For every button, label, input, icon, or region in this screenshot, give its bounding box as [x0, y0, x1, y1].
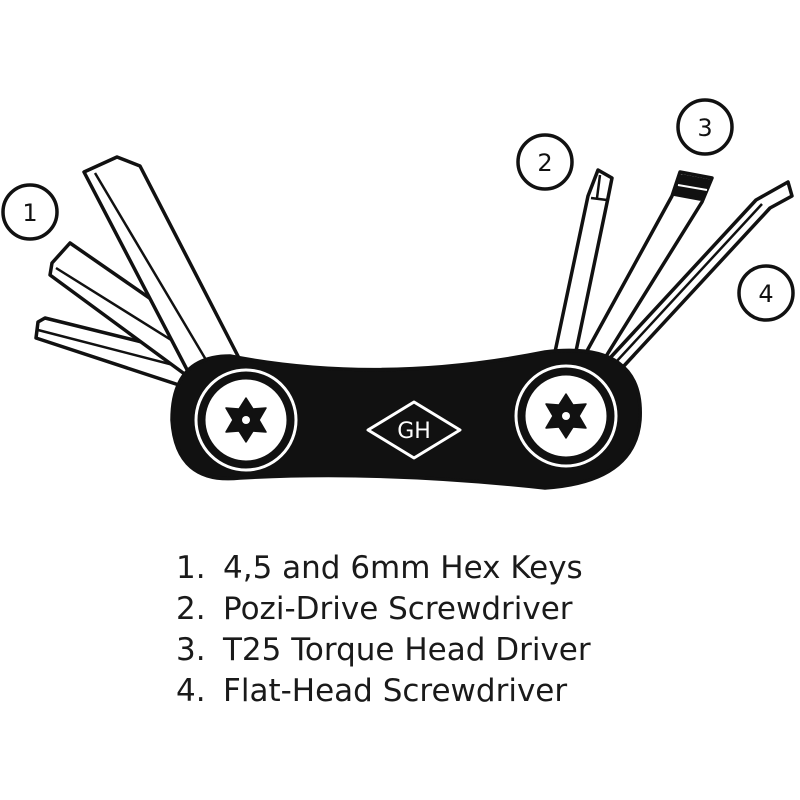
- legend-number: 4.: [176, 673, 206, 709]
- legend-number: 3.: [176, 632, 206, 668]
- tool-body: [170, 348, 642, 490]
- gh-diamond-logo: [366, 400, 462, 460]
- callout-4-circle: [737, 264, 795, 322]
- legend-label: Flat-Head Screwdriver: [223, 673, 568, 709]
- legend-number: 2.: [176, 591, 206, 627]
- legend-number: 1.: [176, 550, 206, 586]
- callout-1-circle: [1, 183, 59, 241]
- legend-item: 2. Pozi-Drive Screwdriver: [176, 589, 591, 630]
- callout-3-circle: [676, 98, 734, 156]
- legend-label: T25 Torque Head Driver: [223, 632, 591, 668]
- legend-label: Pozi-Drive Screwdriver: [223, 591, 573, 627]
- legend: 1. 4,5 and 6mm Hex Keys 2. Pozi-Drive Sc…: [176, 548, 591, 712]
- logo-text: GH: [397, 419, 431, 444]
- callout-1-label: 1: [22, 199, 37, 227]
- legend-label: 4,5 and 6mm Hex Keys: [223, 550, 583, 586]
- callout-2-circle: [516, 133, 574, 191]
- legend-item: 1. 4,5 and 6mm Hex Keys: [176, 548, 591, 589]
- legend-item: 4. Flat-Head Screwdriver: [176, 671, 591, 712]
- callout-3-label: 3: [697, 114, 712, 142]
- hex-key-large: [82, 155, 242, 387]
- callout-4-label: 4: [758, 280, 773, 308]
- callout-2-label: 2: [537, 149, 552, 177]
- legend-item: 3. T25 Torque Head Driver: [176, 630, 591, 671]
